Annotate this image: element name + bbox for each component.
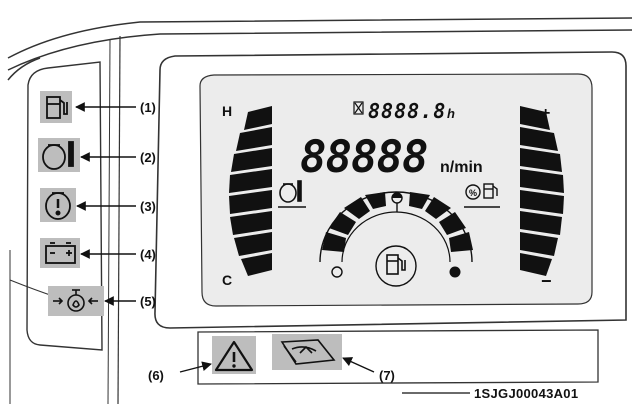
fuel-lamp: [40, 91, 72, 123]
callout-arrows-left: [75, 102, 136, 306]
coolant-temp-lamp: [38, 138, 80, 172]
oil-pressure-icon: [53, 289, 98, 312]
lcd-fuel-icon: %: [464, 183, 500, 208]
lcd-temp-icon: [278, 180, 306, 208]
temp-low-label: C: [222, 272, 232, 288]
reference-code: 1SJGJ00043A01: [474, 386, 579, 401]
hour-meter-unit: h: [447, 106, 455, 121]
coolant-temperature-icon: [42, 141, 74, 170]
callout-labels-bottom: (6) (7): [148, 368, 395, 383]
arc-fuel-gauge: [319, 191, 473, 287]
arc-fuel-pump-icon: [386, 254, 406, 275]
callout-label-6: (6): [148, 368, 164, 383]
svg-text:%: %: [469, 188, 477, 198]
tachometer-readout: 88888 n/min: [300, 132, 483, 183]
warning-triangle-icon: [214, 340, 254, 372]
hourglass-icon: [353, 101, 364, 115]
temp-high-label: H: [222, 103, 232, 119]
battery-lamp: [40, 238, 80, 268]
warning-lamp-bezel: [26, 61, 103, 351]
callout-labels-left: (1) (2) (3) (4) (5): [140, 100, 156, 309]
callout-label-5: (5): [140, 294, 156, 309]
rpm-digits: 88888: [300, 132, 427, 183]
callout-label-1: (1): [140, 100, 156, 115]
hour-meter: 8888.8 h: [353, 99, 455, 123]
callout-label-7: (7): [379, 368, 395, 383]
callout-label-2: (2): [140, 150, 156, 165]
operation-manual-icon: [280, 339, 336, 365]
fuel-empty-label: −: [541, 271, 552, 291]
lcd-bezel: [154, 51, 627, 329]
fuel-pump-icon: [46, 96, 68, 119]
callout-arrows-bottom: [179, 357, 375, 373]
callout-label-4: (4): [140, 247, 156, 262]
callout-label-3: (3): [140, 199, 156, 214]
lower-indicator-bezel: [197, 329, 599, 385]
engine-warning-lamp: [40, 188, 76, 222]
battery-charge-icon: [45, 242, 76, 264]
rpm-unit: n/min: [440, 159, 483, 176]
temperature-bar-gauge: [229, 106, 272, 276]
fuel-bar-gauge: [520, 106, 564, 276]
manual-lamp: [272, 334, 342, 370]
oil-pressure-lamp: [48, 286, 104, 316]
engine-warning-icon: [45, 192, 71, 220]
master-warning-lamp: [212, 336, 256, 374]
hour-meter-digits: 8888.8: [368, 99, 446, 123]
